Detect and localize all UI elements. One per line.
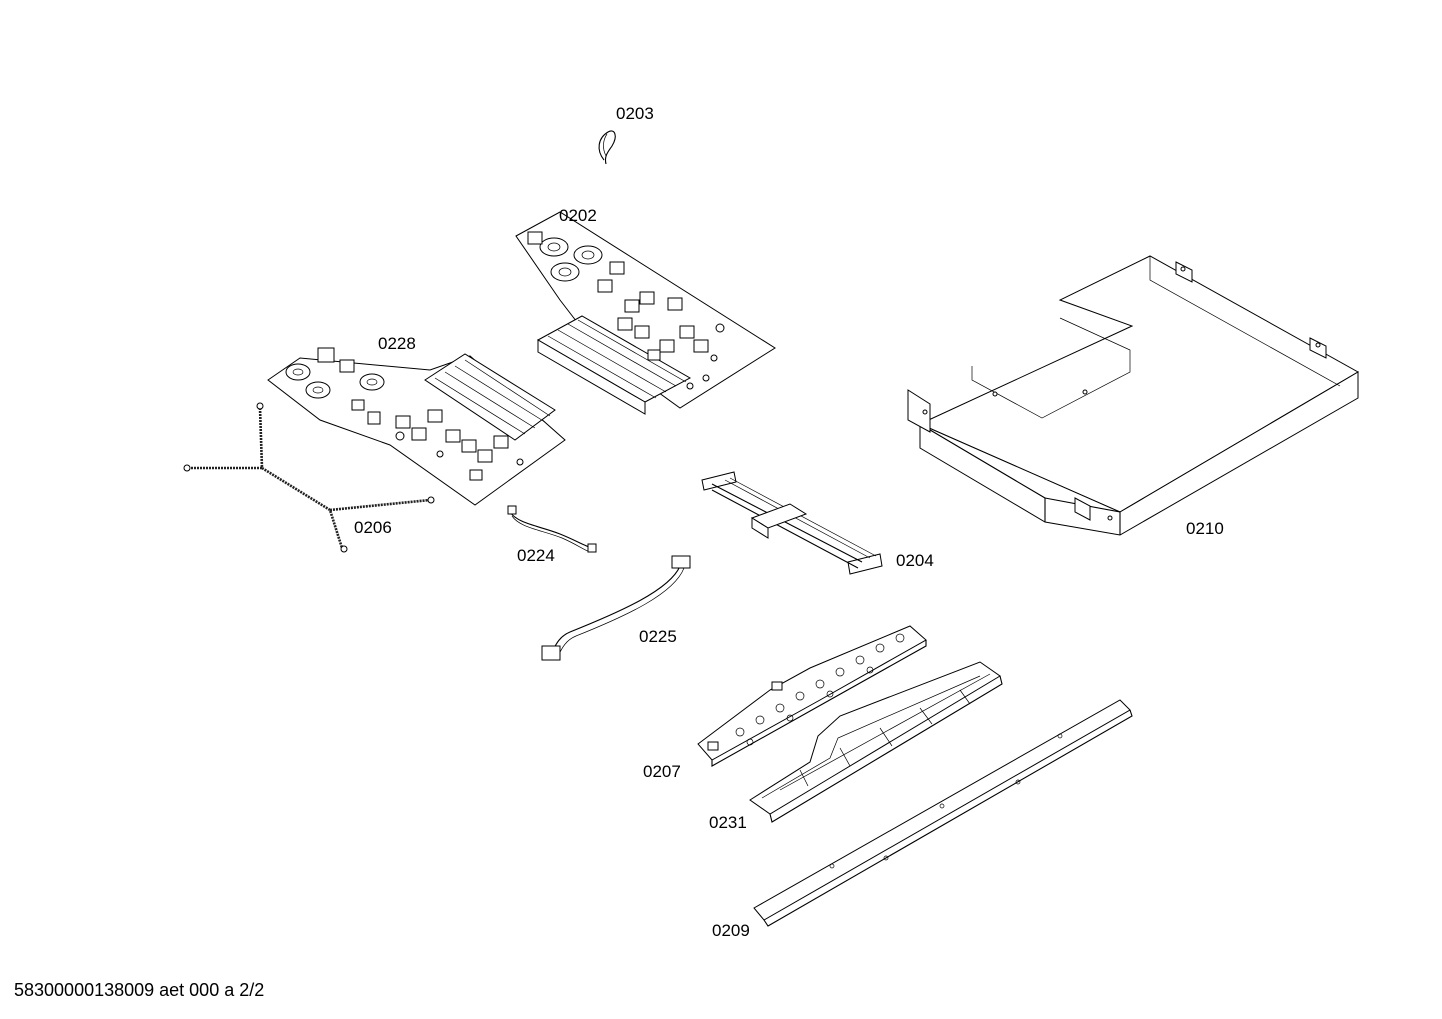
board-components (707, 633, 905, 751)
label-0231: 0231 (709, 813, 747, 832)
part-0204-ribbon-cable (701, 471, 883, 575)
capacitors (686, 323, 725, 390)
label-0206: 0206 (354, 518, 392, 537)
label-0210: 0210 (1186, 519, 1224, 538)
label-0202: 0202 (559, 206, 597, 225)
part-0207-control-board (697, 625, 927, 767)
relay-blocks-0228 (317, 347, 509, 481)
part-0206-wire-harness (183, 402, 435, 553)
label-0207: 0207 (643, 762, 681, 781)
part-0209-strip (753, 699, 1133, 927)
part-0228-circuit-board (267, 347, 566, 506)
part-0202-circuit-board (515, 211, 776, 415)
label-0224: 0224 (517, 546, 555, 565)
part-0210-housing-tray (907, 255, 1360, 536)
label-0203: 0203 (616, 104, 654, 123)
label-0228: 0228 (378, 334, 416, 353)
toroid-coils-0228 (285, 363, 385, 399)
relay-blocks (527, 231, 709, 361)
label-0204: 0204 (896, 551, 934, 570)
part-0231-support-frame (749, 661, 1003, 823)
part-0224-cable (507, 505, 597, 553)
part-0203-clip (598, 130, 616, 165)
toroid-coils (539, 237, 603, 282)
part-0225-cable (541, 555, 691, 661)
document-reference-footer: 58300000138009 aet 000 a 2/2 (14, 980, 265, 1000)
label-0209: 0209 (712, 921, 750, 940)
label-0225: 0225 (639, 627, 677, 646)
